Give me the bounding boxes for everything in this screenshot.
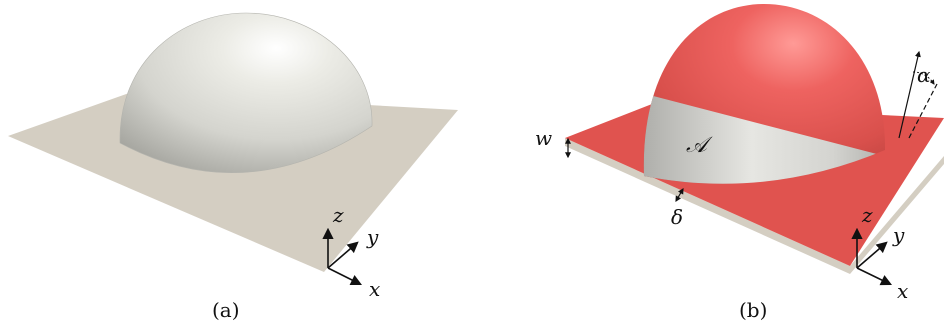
panel-a: z y x (a) bbox=[8, 12, 458, 322]
caption-b: (b) bbox=[739, 298, 767, 322]
panel-b: 𝒜 w δ α z y x (b) bbox=[535, 4, 944, 322]
axis-y-label-a: y bbox=[366, 225, 379, 249]
wetted-area-band bbox=[643, 90, 886, 184]
axis-z-label-a: z bbox=[332, 203, 344, 227]
axis-triad-a: z y x bbox=[322, 203, 380, 301]
substrate-side-right-b bbox=[850, 156, 944, 274]
alpha-label: α bbox=[917, 63, 931, 87]
caption-a: (a) bbox=[212, 298, 240, 322]
dome-a bbox=[119, 12, 373, 173]
dome-b bbox=[643, 4, 886, 184]
thickness-w-label: w bbox=[535, 126, 552, 150]
thickness-delta-label: δ bbox=[671, 205, 683, 229]
tilt-angle-indicator: α bbox=[898, 50, 938, 139]
axis-x-label-a: x bbox=[369, 277, 380, 301]
axis-triad-b: z y x bbox=[851, 203, 908, 303]
axis-z-label-b: z bbox=[861, 203, 873, 227]
axis-y-label-b: y bbox=[892, 223, 905, 247]
axis-x-label-b: x bbox=[897, 279, 908, 303]
thickness-delta-arrow bbox=[675, 187, 684, 203]
substrate-side-left-b bbox=[565, 138, 850, 274]
